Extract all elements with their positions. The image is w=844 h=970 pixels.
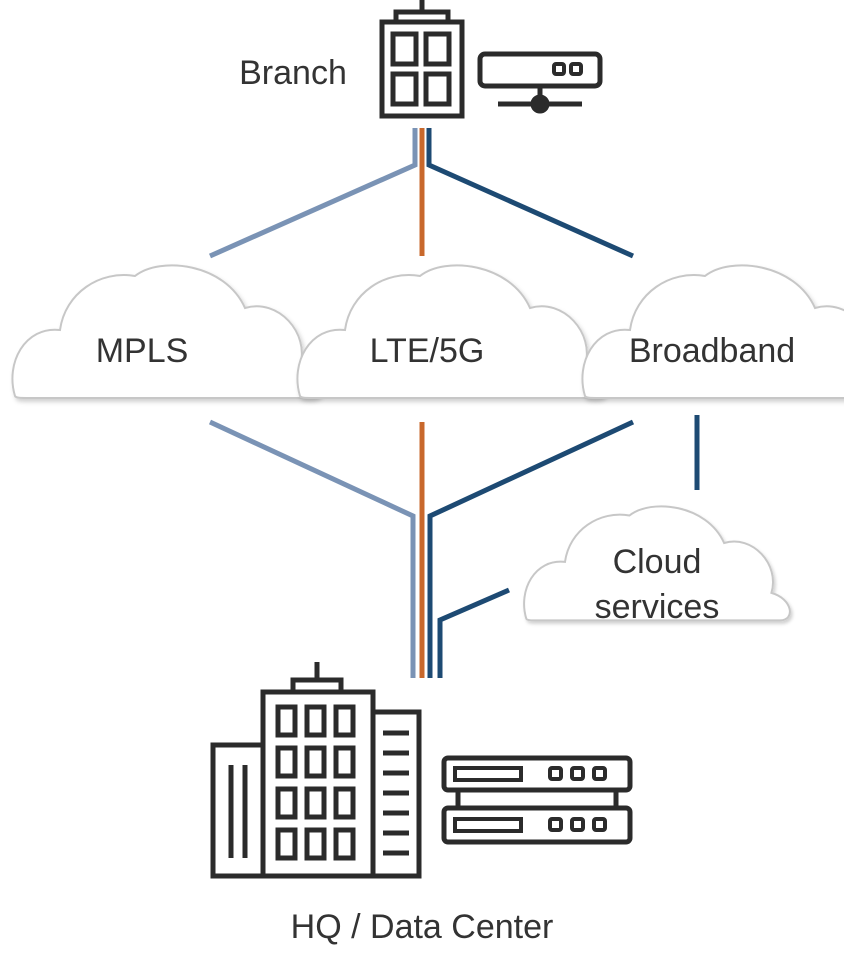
hq-building-icon [210,662,422,879]
cloud-services-label-line2: services [595,588,720,626]
hq-server-rack-icon [441,755,633,845]
branch-router-icon [477,51,603,114]
hq-label: HQ / Data Center [291,908,554,946]
links [208,128,700,678]
cloud-services-label-line1: Cloud [613,543,702,581]
cloud-mpls-label: MPLS [96,332,189,370]
broadband-link-upper [426,128,635,259]
cloud-broadband-label: Broadband [629,332,795,370]
cloud-lte-label: LTE/5G [370,332,485,370]
broadband-link-lower [427,419,635,678]
branch-building-icon [379,0,465,119]
branch-label: Branch [239,54,347,92]
mpls-link-upper [208,128,418,259]
mpls-link-lower [208,419,416,678]
cloud-services-link [437,587,510,678]
